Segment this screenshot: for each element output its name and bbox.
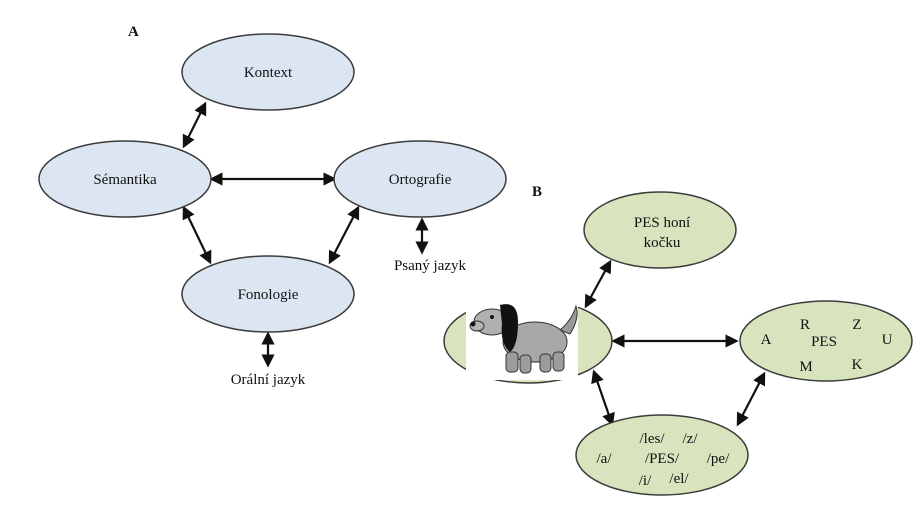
letter-a: A [761,332,772,348]
node-semantika-label: Sémantika [93,172,157,188]
arrow-sentence-picture [584,259,612,309]
arrow-picture-phonemes [591,369,615,427]
sentence-line-1: PES honí [634,215,690,231]
arrow-semantika-fonologie [182,205,212,265]
letter-k: K [852,357,863,373]
node-fonologie-label: Fonologie [238,287,299,303]
node-ortografie: Ortografie [333,140,507,218]
node-ortografie-label: Ortografie [389,172,452,188]
arrow-ortografie-fonologie [328,205,360,265]
dog-illustration [469,304,578,374]
phoneme-z: /z/ [683,431,699,447]
node-letters: R Z A PES U M K [739,300,913,382]
node-fonologie: Fonologie [181,255,355,333]
panel-a-label: A [128,24,139,40]
letters-pes: PES [811,334,837,350]
phoneme-a: /a/ [597,451,613,467]
phoneme-i: /i/ [639,473,652,489]
phoneme-el: /el/ [669,471,689,487]
panel-b-label: B [532,184,542,200]
letter-u: U [882,332,893,348]
output-oralni-jazyk: Orální jazyk [231,372,306,388]
node-sentence: PES honí kočku [583,191,737,269]
letter-z: Z [852,317,861,333]
phoneme-les: /les/ [640,431,666,447]
letter-r: R [800,317,810,333]
phoneme-pes: /PES/ [645,451,680,467]
node-semantika: Sémantika [38,140,212,218]
arrow-letters-phonemes [736,371,766,427]
output-psany-jazyk: Psaný jazyk [394,258,467,274]
node-kontext: Kontext [181,33,355,111]
phoneme-pe: /pe/ [707,451,730,467]
node-phonemes: /les/ /z/ /a/ /PES/ /pe/ /i/ /el/ [575,414,749,496]
arrow-kontext-semantika [182,101,207,149]
node-kontext-label: Kontext [244,65,293,81]
letter-m: M [799,359,812,375]
sentence-line-2: kočku [644,235,681,251]
node-picture [443,298,613,384]
